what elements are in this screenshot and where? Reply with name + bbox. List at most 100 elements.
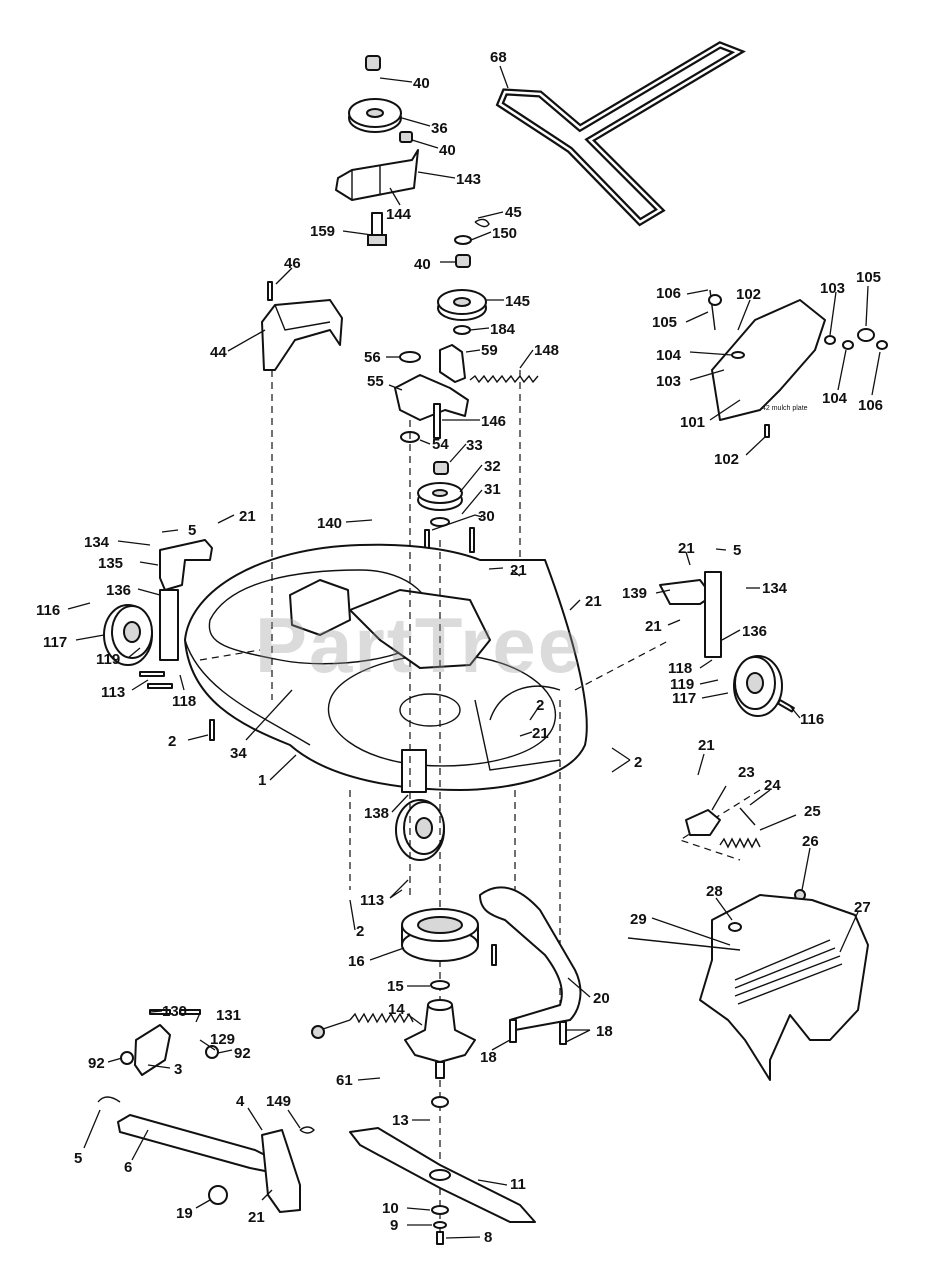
callout-2: 2: [168, 733, 176, 750]
callout-33: 33: [466, 437, 483, 454]
callout-119: 119: [670, 676, 694, 693]
callout-68: 68: [490, 49, 507, 66]
callout-106: 106: [656, 285, 681, 302]
callout-134: 134: [84, 534, 110, 551]
callout-21: 21: [248, 1209, 265, 1226]
callout-92: 92: [88, 1055, 105, 1072]
callout-105: 105: [856, 269, 881, 286]
callout-36: 36: [431, 120, 448, 137]
callout-21: 21: [532, 725, 549, 742]
discharge-chute-assembly: [627, 807, 869, 1081]
callout-31: 31: [484, 481, 501, 498]
callout-21: 21: [585, 593, 602, 610]
callout-10: 10: [382, 1200, 399, 1217]
callout-150: 150: [492, 225, 517, 242]
callout-30: 30: [478, 508, 495, 525]
callout-146: 146: [481, 413, 506, 430]
right-gauge-wheel-group: [659, 571, 795, 717]
callout-25: 25: [804, 803, 821, 820]
idler-arm-assembly: [394, 344, 539, 443]
callout-149: 149: [266, 1093, 291, 1110]
callout-6: 6: [124, 1159, 132, 1176]
callout-5: 5: [188, 522, 196, 539]
idler-pulley-assembly: [437, 218, 490, 335]
svg-text:42 mulch plate: 42 mulch plate: [762, 405, 808, 412]
left-gauge-wheel-group: [103, 539, 215, 741]
mulch-plate-kit: 42 mulch plate: [708, 289, 888, 438]
callout-21: 21: [678, 540, 695, 557]
callout-45: 45: [505, 204, 522, 221]
callout-5: 5: [733, 542, 741, 559]
mower-blade: [349, 1127, 536, 1245]
callout-135: 135: [98, 555, 123, 572]
callout-103: 103: [656, 373, 681, 390]
callout-18: 18: [596, 1023, 613, 1040]
callout-102: 102: [736, 286, 761, 303]
callout-40: 40: [439, 142, 456, 159]
callout-116: 116: [36, 602, 60, 619]
belt-guard: [261, 281, 343, 371]
spindle-assembly: [401, 908, 479, 1108]
callout-21: 21: [645, 618, 662, 635]
callout-113: 113: [101, 684, 125, 701]
callout-28: 28: [706, 883, 723, 900]
callout-9: 9: [390, 1217, 398, 1234]
deck-belt: [495, 41, 746, 227]
callout-116: 116: [800, 711, 824, 728]
callout-54: 54: [432, 436, 449, 453]
callout-92: 92: [234, 1045, 251, 1062]
callout-159: 159: [310, 223, 335, 240]
callout-130: 130: [162, 1003, 187, 1020]
callout-139: 139: [622, 585, 647, 602]
callout-2: 2: [634, 754, 642, 771]
callout-13: 13: [392, 1112, 409, 1129]
spindle-brace: [479, 886, 582, 1045]
callout-136: 136: [106, 582, 131, 599]
callout-56: 56: [364, 349, 381, 366]
callout-118: 118: [668, 660, 692, 677]
callout-55: 55: [367, 373, 384, 390]
callout-101: 101: [680, 414, 705, 431]
callout-59: 59: [481, 342, 498, 359]
callout-117: 117: [43, 634, 67, 651]
lift-linkage: [97, 1009, 315, 1213]
callout-21: 21: [510, 562, 527, 579]
mower-deck: [184, 543, 588, 791]
callout-118: 118: [172, 693, 196, 710]
callout-138: 138: [364, 805, 389, 822]
callout-14: 14: [388, 1001, 405, 1018]
callout-144: 144: [386, 206, 412, 223]
callout-16: 16: [348, 953, 365, 970]
callout-40: 40: [413, 75, 430, 92]
spindle-pulley-stack: [417, 461, 475, 555]
callout-140: 140: [317, 515, 342, 532]
tension-spring: [311, 1012, 414, 1039]
callout-113: 113: [360, 892, 384, 909]
callout-11: 11: [510, 1176, 526, 1193]
callout-117: 117: [672, 690, 696, 707]
callout-5: 5: [74, 1150, 82, 1167]
callout-119: 119: [96, 651, 120, 668]
callout-61: 61: [336, 1072, 353, 1089]
callout-143: 143: [456, 171, 481, 188]
callout-46: 46: [284, 255, 301, 272]
callout-labels: 40 36 40 143 144 159 68 45 150 40 46 145…: [36, 49, 883, 1246]
watermark: PartTree: [255, 601, 583, 689]
callout-40: 40: [414, 256, 431, 273]
callout-18: 18: [480, 1049, 497, 1066]
callout-20: 20: [593, 990, 610, 1007]
callout-32: 32: [484, 458, 501, 475]
callout-4: 4: [236, 1093, 245, 1110]
callout-104: 104: [656, 347, 682, 364]
callout-105: 105: [652, 314, 677, 331]
callout-104: 104: [822, 390, 848, 407]
callout-21: 21: [698, 737, 715, 754]
callout-103: 103: [820, 280, 845, 297]
callout-106: 106: [858, 397, 883, 414]
callout-2: 2: [536, 697, 544, 714]
callout-24: 24: [764, 777, 781, 794]
callout-2: 2: [356, 923, 364, 940]
callout-136: 136: [742, 623, 767, 640]
callout-26: 26: [802, 833, 819, 850]
callout-131: 131: [216, 1007, 241, 1024]
